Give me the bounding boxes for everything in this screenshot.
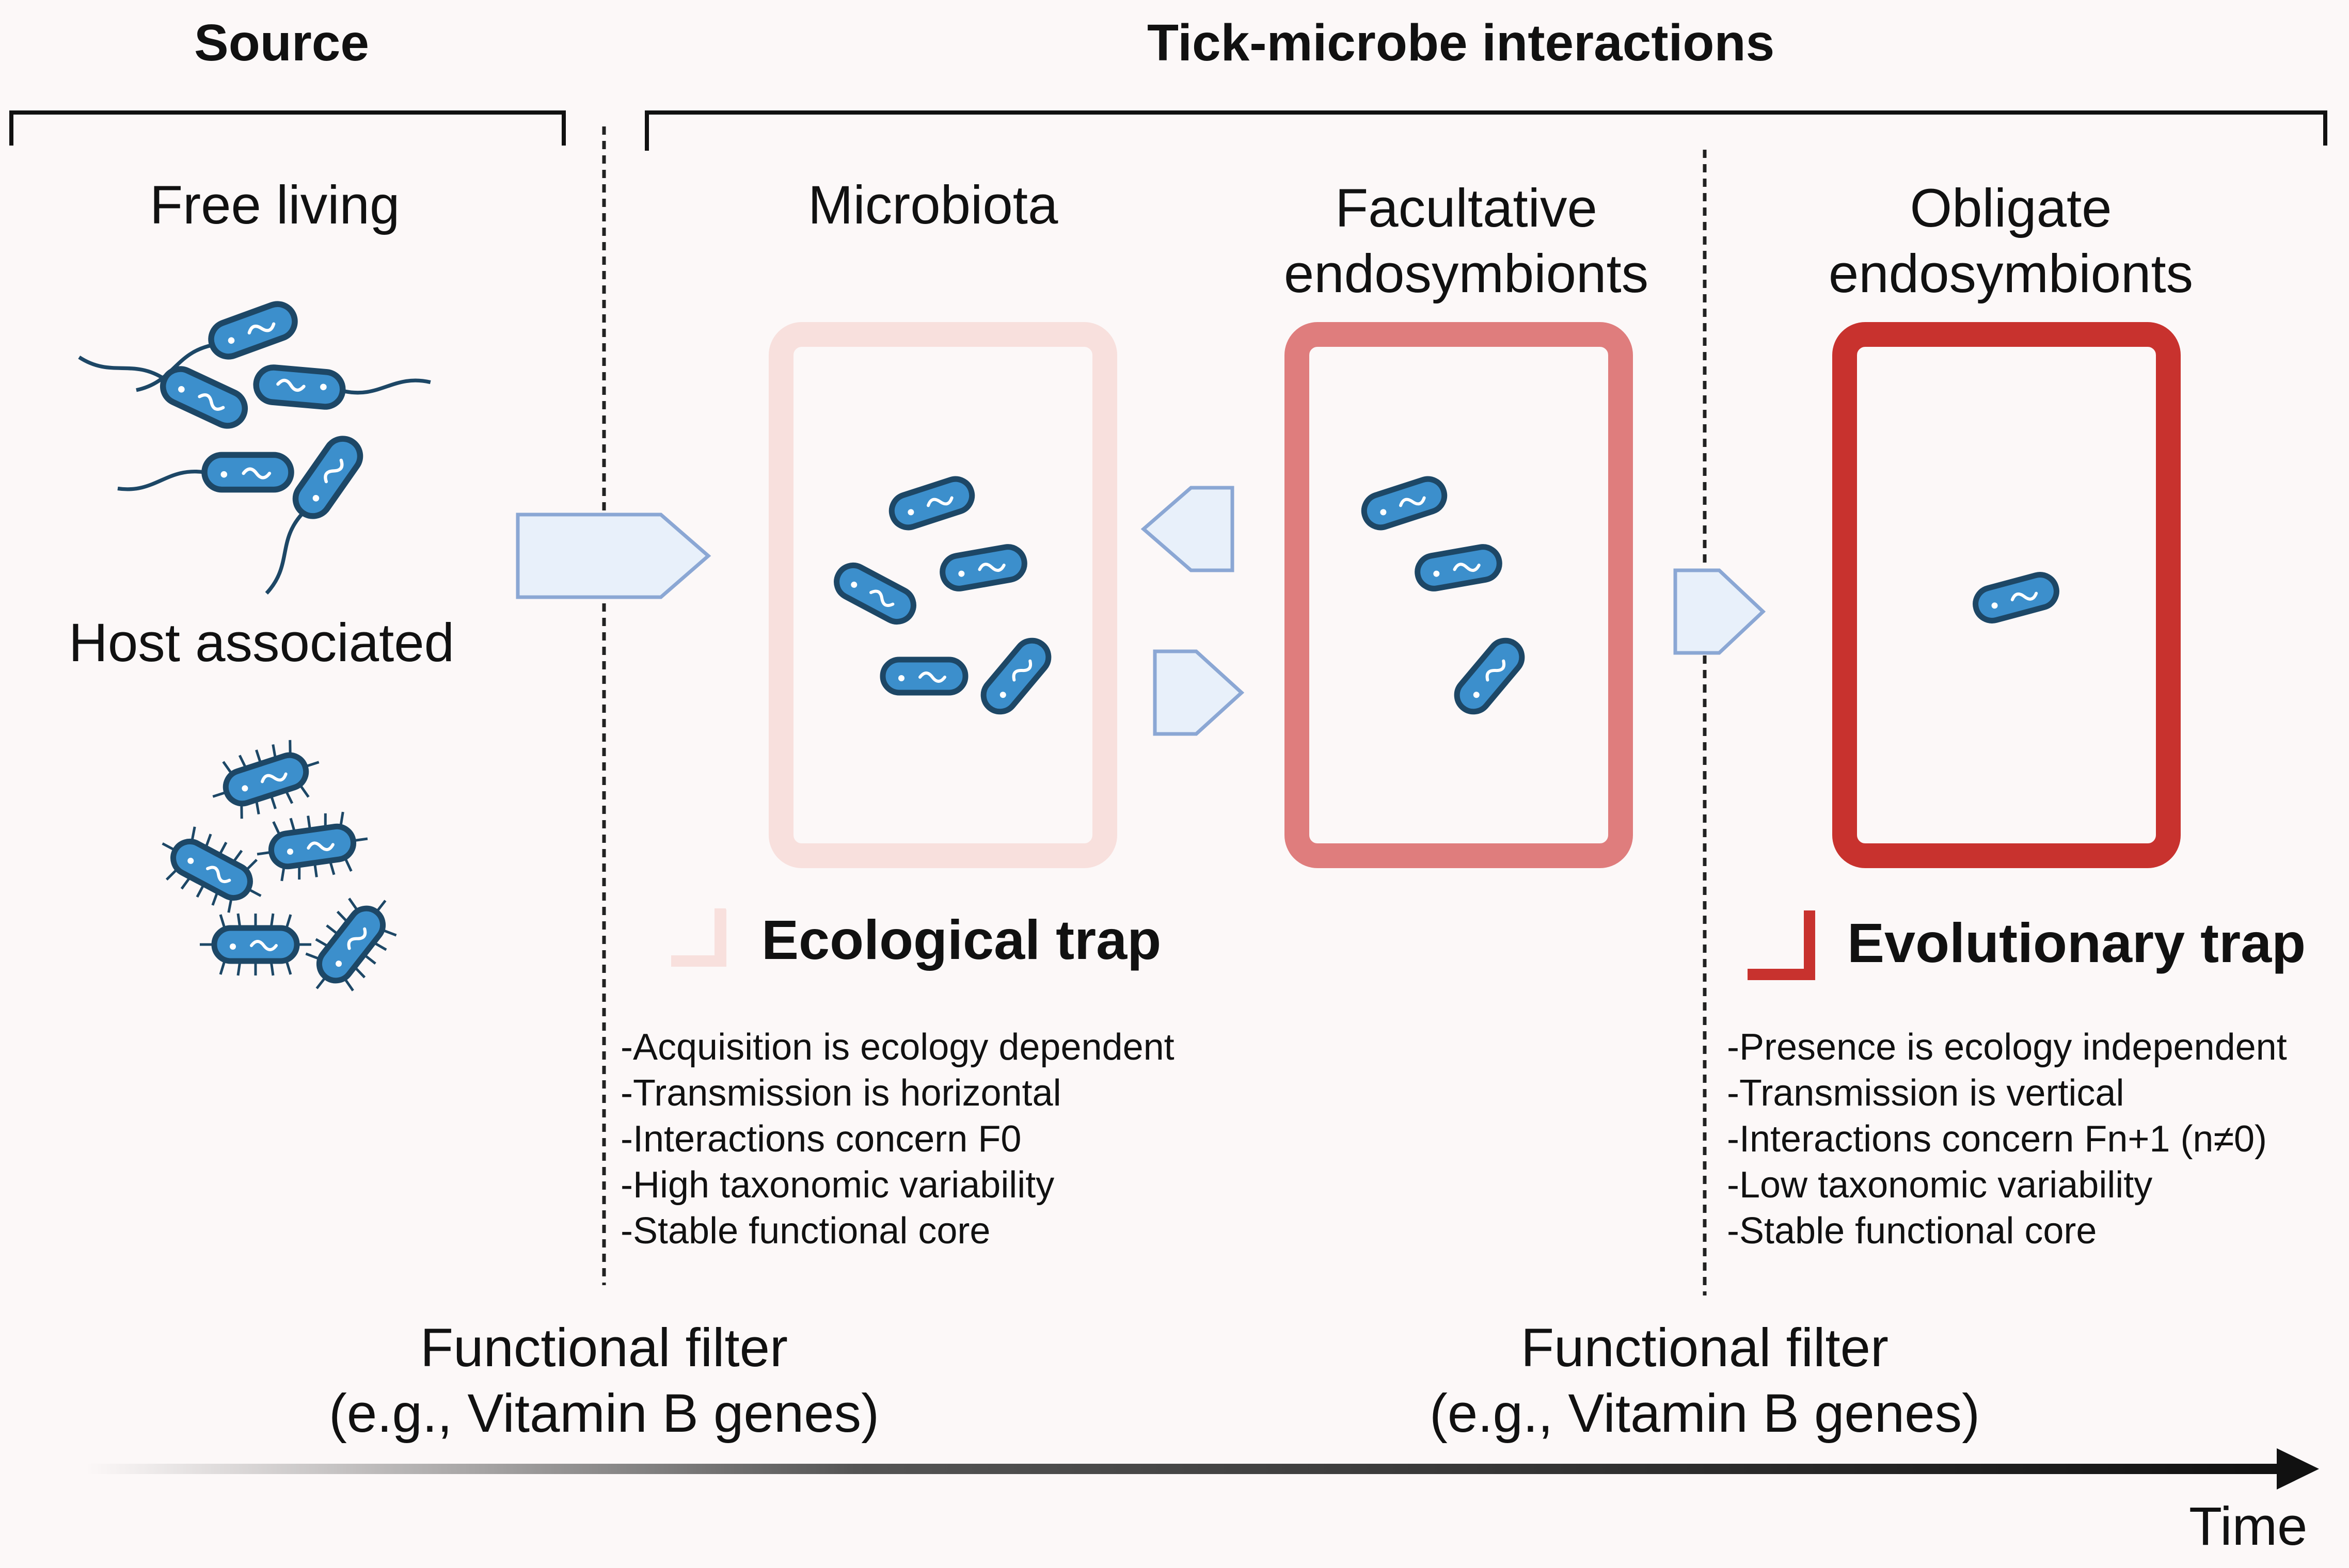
bacterium-icon (940, 545, 1027, 591)
filter-title: Functional filter (420, 1318, 788, 1378)
facultative-label: Facultative endosymbionts (1260, 175, 1673, 307)
list-item: -Low taxonomic variability (1727, 1164, 2153, 1206)
bacterium-icon (255, 366, 431, 415)
bacterium-icon (1415, 545, 1502, 591)
facultative-bacteria (1360, 475, 1529, 718)
arrow-source-to-microbiota (516, 513, 711, 599)
list-item: -Interactions concern F0 (621, 1118, 1022, 1160)
obligate-line-1: Obligate (1910, 178, 2112, 238)
bacterium-icon (887, 475, 976, 532)
source-bracket (9, 110, 566, 146)
list-item: -Transmission is vertical (1727, 1073, 2124, 1114)
list-item: -Acquisition is ecology dependent (621, 1027, 1174, 1068)
obligate-line-2: endosymbionts (1828, 244, 2194, 304)
bacterium-icon (1360, 475, 1449, 532)
host-associated-bacteria (148, 733, 409, 1007)
time-axis-line (85, 1464, 2284, 1474)
interactions-header: Tick-microbe interactions (1147, 14, 1775, 72)
bacterium-icon (1972, 571, 2060, 624)
ecological-trap-list: -Acquisition is ecology dependent -Trans… (621, 1025, 1174, 1254)
facultative-line-1: Facultative (1335, 178, 1597, 238)
facultative-line-2: endosymbionts (1283, 244, 1649, 304)
list-item: -Presence is ecology independent (1727, 1027, 2287, 1068)
free-living-bacteria (78, 299, 431, 594)
list-item: -High taxonomic variability (621, 1164, 1055, 1206)
source-header: Source (194, 14, 370, 72)
microbiota-bacteria (831, 475, 1055, 718)
list-item: -Transmission is horizontal (621, 1073, 1061, 1114)
bacterium-icon (977, 634, 1055, 718)
time-label: Time (2189, 1496, 2308, 1557)
bacterium-icon (253, 808, 372, 885)
list-item: -Stable functional core (1727, 1210, 2097, 1252)
evolutionary-trap-list: -Presence is ecology independent -Transm… (1727, 1025, 2287, 1254)
bacterium-icon (148, 816, 275, 923)
evolutionary-trap-marker (1748, 910, 1815, 980)
ecological-trap-marker (671, 908, 726, 967)
bacterium-icon (118, 455, 291, 489)
bacterium-icon (203, 733, 329, 826)
microbiota-box (769, 322, 1117, 868)
bacterium-icon (883, 660, 965, 693)
filter-example: (e.g., Vitamin B genes) (328, 1383, 880, 1444)
functional-filter-left: Functional filter (e.g., Vitamin B genes… (294, 1315, 914, 1446)
microbiota-label: Microbiota (808, 175, 1058, 235)
bacterium-icon (200, 914, 311, 975)
list-item: -Stable functional core (621, 1210, 991, 1252)
time-arrowhead (2277, 1448, 2319, 1490)
list-item: -Interactions concern Fn+1 (n≠0) (1727, 1118, 2267, 1160)
obligate-box (1832, 322, 2181, 868)
host-associated-label: Host associated (69, 613, 455, 673)
filter-title: Functional filter (1521, 1318, 1888, 1378)
free-living-label: Free living (150, 175, 400, 235)
bacterium-icon (1450, 634, 1529, 718)
evolutionary-trap-title: Evolutionary trap (1847, 911, 2306, 974)
obligate-label: Obligate endosymbionts (1804, 175, 2217, 307)
arrow-facultative-to-obligate (1673, 568, 1766, 655)
arrow-microbiota-to-facultative (1153, 649, 1245, 736)
arrow-facultative-to-microbiota (1140, 486, 1234, 572)
facultative-box (1284, 322, 1633, 868)
ecological-trap-title: Ecological trap (761, 908, 1162, 971)
interactions-bracket (645, 110, 2327, 151)
bacterium-icon (831, 559, 919, 628)
functional-filter-right: Functional filter (e.g., Vitamin B genes… (1395, 1315, 2014, 1446)
filter-example: (e.g., Vitamin B genes) (1429, 1383, 1980, 1444)
